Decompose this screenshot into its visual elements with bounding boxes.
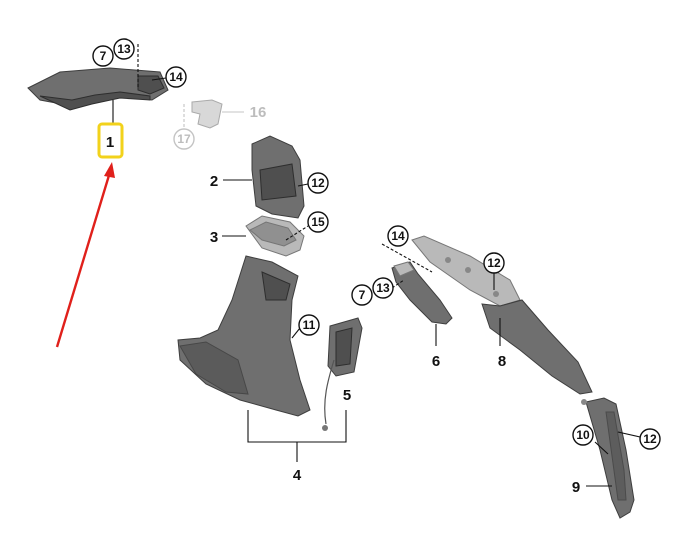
leader-13b (391, 279, 405, 289)
label-5[interactable]: 5 (343, 387, 351, 404)
label-6[interactable]: 6 (432, 353, 440, 370)
label-15[interactable]: 15 (311, 215, 325, 229)
part-3-shape[interactable] (245, 215, 305, 257)
callout-7b-ring (351, 284, 373, 306)
callout-14a-ring (165, 66, 187, 88)
leader-10 (594, 441, 609, 455)
callout-17-ring (173, 128, 195, 150)
leader-15 (285, 225, 309, 241)
leader-14a (151, 77, 167, 81)
leader-11 (291, 327, 301, 339)
callout-12c-ring (639, 428, 661, 450)
part-9-shape[interactable] (581, 397, 635, 519)
label-12c[interactable]: 12 (643, 432, 657, 446)
callout-10-ring (572, 424, 594, 446)
label-12b[interactable]: 12 (487, 256, 501, 270)
label-8[interactable]: 8 (498, 353, 506, 370)
leader-12c (617, 431, 641, 438)
label-1[interactable]: 1 (106, 134, 114, 151)
part-4-shape[interactable] (177, 255, 311, 417)
label-14b[interactable]: 14 (391, 229, 405, 243)
callout-11-ring (298, 314, 320, 336)
callout-13a-ring (113, 38, 135, 60)
label-12a[interactable]: 12 (311, 176, 325, 190)
callout-14b-ring (387, 225, 409, 247)
callout-13b-ring (372, 277, 394, 299)
label-3[interactable]: 3 (210, 229, 218, 246)
callout-12b-ring (483, 252, 505, 274)
label-16[interactable]: 16 (250, 104, 267, 121)
part-8-shape[interactable] (411, 235, 593, 395)
label-14a[interactable]: 14 (169, 70, 183, 84)
part-2-shape[interactable] (251, 135, 305, 219)
part-6-shape[interactable] (391, 261, 453, 325)
label-7a[interactable]: 7 (100, 49, 107, 63)
part-5-shape[interactable] (322, 317, 363, 431)
part-1-shape[interactable] (27, 67, 169, 111)
label-13a[interactable]: 13 (117, 42, 131, 56)
label-11[interactable]: 11 (303, 318, 316, 332)
label-13b[interactable]: 13 (376, 281, 390, 295)
highlight-box (97, 122, 124, 159)
label-2[interactable]: 2 (210, 173, 218, 190)
callout-7a-ring (92, 45, 114, 67)
callout-12a-ring (307, 172, 329, 194)
callout-15-ring (307, 211, 329, 233)
label-17[interactable]: 17 (177, 132, 191, 146)
label-4[interactable]: 4 (293, 467, 302, 484)
label-9[interactable]: 9 (572, 479, 580, 496)
label-7b[interactable]: 7 (359, 288, 366, 302)
label-10[interactable]: 10 (576, 428, 590, 442)
red-arrow (55, 162, 115, 348)
leader-14b (381, 243, 433, 273)
leader-12a (297, 183, 309, 187)
part-16-shape[interactable] (191, 99, 223, 129)
